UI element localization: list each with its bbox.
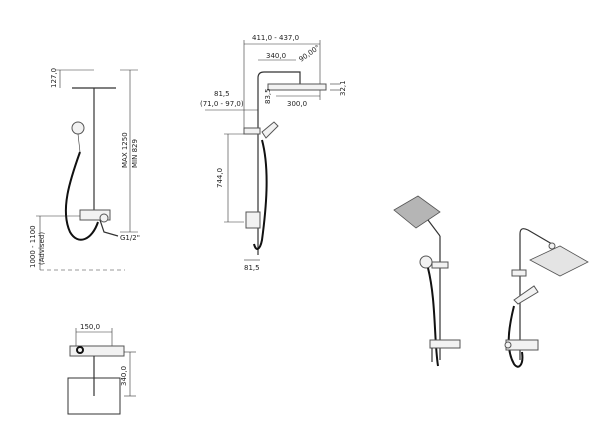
front-spout [99,219,119,237]
dim-arm-drop: 83,5 [264,88,272,104]
dim-arm-length: 340,0 [266,52,286,60]
top-mixer [69,345,125,357]
dim-offset-range: (71,0 - 97,0) [200,100,244,108]
top-view: 150,0 340,0 [67,323,136,415]
front-mixer [79,209,111,221]
dim-rail-length: 744,0 [216,168,224,188]
hand-shower-2 [513,285,539,305]
dim-thread: G1/2" [120,234,140,242]
dim-head-height: 127,0 [50,68,58,88]
dim-head-thickness: 32,1 [339,80,347,96]
dim-top-depth: 340,0 [120,366,128,386]
dim-angle: 90,00° [298,44,322,64]
rain-head-2 [529,245,589,277]
side-mixer [245,211,261,229]
mixer-1 [429,339,461,349]
side-view: 411,0 - 437,0 340,0 90,00° 32,1 83,5 300… [200,34,347,272]
top-shower-head [67,377,121,415]
side-hand-shower [261,121,279,139]
side-arm [257,71,301,130]
side-shower-head [267,83,327,91]
dim-top-width: 150,0 [80,323,100,331]
dim-reach-range: 411,0 - 437,0 [252,34,299,42]
side-hose [253,139,268,250]
dim-max-height: MAX 1250 [121,132,129,168]
dim-head-width: 300,0 [287,100,307,108]
dim-offset: 81,5 [214,90,230,98]
perspective-view-2 [504,228,589,368]
dim-wall-offset: 81,5 [244,264,260,272]
dim-mount-range: 1000 - 1100 [29,225,37,268]
front-hose [64,151,99,241]
front-hand-shower [71,121,85,135]
hand-shower-1 [419,255,433,269]
dim-min-height: MIN 829 [131,139,139,168]
front-view: 127,0 MAX 1250 MIN 829 G1/2" 1000 - 1100… [29,68,140,271]
dim-mount-note: (Advised) [38,232,46,265]
perspective-view-1 [393,195,461,367]
rain-head-1 [393,195,441,229]
